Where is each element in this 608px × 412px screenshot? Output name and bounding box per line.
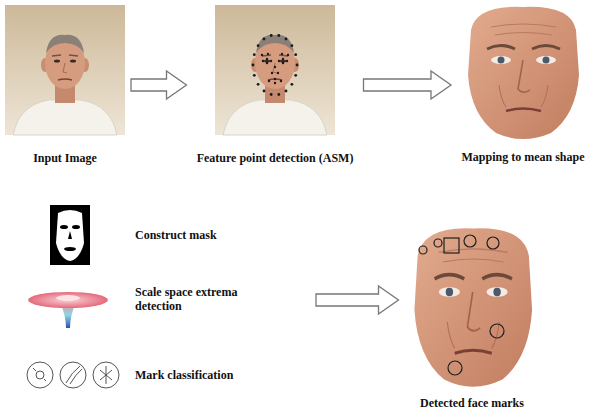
asm-photo [270, 34, 273, 37]
step-group: Construct maskScale space extrema detect… [20, 200, 310, 408]
asm-photo [262, 60, 264, 62]
asm-photo [257, 44, 260, 47]
panel-caption: Mapping to mean shape [461, 150, 584, 164]
panel-caption: Input Image [33, 151, 97, 165]
asm-photo [261, 54, 263, 56]
mark-classification-icons [60, 362, 86, 388]
image-panel: Input Image [5, 5, 125, 164]
mask-icon [50, 205, 90, 265]
scale-space-icon [56, 295, 80, 301]
asm-photo [253, 74, 256, 77]
panel-caption: Detected face marks [420, 396, 524, 410]
detected-marks-face [419, 246, 427, 254]
block-arrow [364, 71, 452, 99]
asm-photo [286, 60, 288, 62]
detected-marks-face [414, 228, 532, 387]
asm-photo [215, 5, 335, 135]
mask-icon [64, 247, 76, 251]
asm-photo [277, 34, 280, 37]
mark-classification-icons [93, 362, 119, 388]
asm-photo [252, 64, 255, 67]
scale-space-icon [28, 292, 108, 308]
detected-marks-face [414, 228, 532, 387]
asm-photo [266, 62, 268, 64]
asm-photo [294, 74, 297, 77]
mean-shape-face [468, 7, 579, 139]
asm-photo [277, 93, 280, 96]
input-photo [5, 5, 125, 135]
asm-photo [291, 44, 294, 47]
mask-icon [72, 225, 80, 229]
asm-photo [267, 53, 269, 55]
asm-photo [266, 58, 268, 60]
asm-photo [282, 58, 284, 60]
block-arrow [131, 71, 187, 99]
mark-classification-icons [36, 371, 44, 379]
step-label: Scale space extrema detection [135, 285, 260, 313]
detected-marks-face [448, 361, 462, 375]
mark-classification-icons [66, 366, 82, 384]
asm-photo [274, 82, 276, 84]
step-label: Mark classification [135, 368, 233, 382]
mark-classification-icons [27, 362, 119, 388]
image-panel: Detected face marks [405, 222, 540, 409]
mark-classification-icons [100, 366, 112, 384]
asm-photo [252, 34, 299, 96]
asm-photo [270, 93, 273, 96]
panel-caption: Feature point detection (ASM) [197, 151, 354, 165]
asm-photo [291, 83, 294, 86]
block-arrow [316, 286, 399, 314]
step-label: Construct mask [135, 228, 217, 242]
detected-marks-face [490, 324, 504, 338]
asm-photo [257, 83, 260, 86]
detected-marks-face [464, 235, 476, 247]
asm-photo [271, 72, 273, 74]
asm-photo [263, 38, 266, 41]
asm-photo [281, 53, 283, 55]
asm-photo [280, 80, 282, 82]
asm-photo [287, 54, 289, 56]
input-photo [5, 5, 125, 135]
asm-photo [285, 90, 288, 93]
mark-classification-icons [33, 368, 46, 381]
asm-photo [282, 62, 284, 64]
asm-photo [274, 66, 276, 68]
asm-photo [253, 53, 256, 56]
mark-classification-icons [27, 362, 53, 388]
asm-photo [268, 80, 270, 82]
asm-photo [294, 53, 297, 56]
asm-photo [278, 60, 280, 62]
detected-marks-face [444, 238, 459, 253]
mask-icon [50, 205, 90, 265]
detected-marks-face [419, 235, 504, 375]
asm-photo [274, 78, 276, 80]
asm-photo [215, 5, 335, 135]
asm-photo [296, 64, 299, 67]
image-panel: Mapping to mean shape [457, 5, 589, 163]
mask-icon [68, 231, 72, 239]
detected-marks-face [434, 239, 442, 247]
mask-icon [60, 225, 68, 229]
asm-photo [270, 60, 272, 62]
scale-space-icon [28, 292, 108, 328]
mask-icon [56, 210, 84, 261]
image-panel: Feature point detection (ASM) [193, 5, 358, 164]
detected-marks-face [487, 237, 499, 249]
mean-shape-face [468, 7, 579, 139]
asm-photo [285, 38, 288, 41]
asm-photo [263, 90, 266, 93]
asm-photo [277, 72, 279, 74]
